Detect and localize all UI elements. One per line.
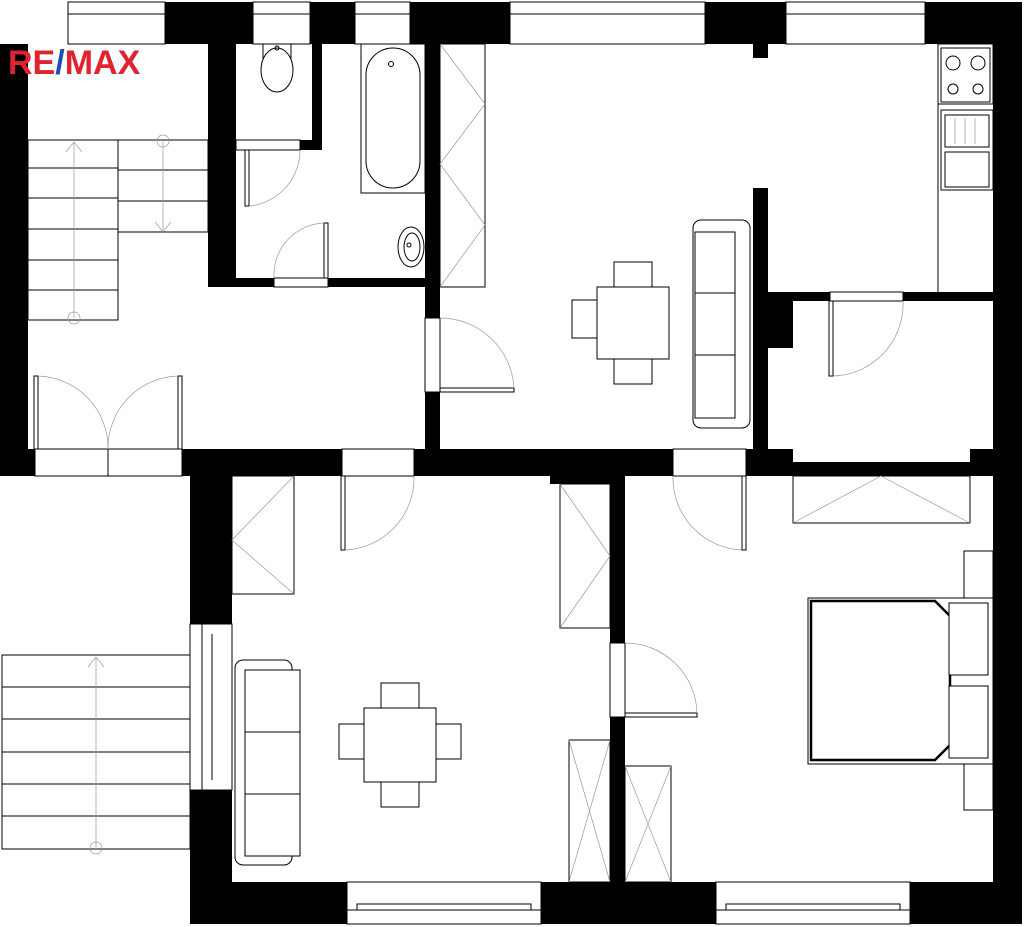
door (340, 448, 415, 551)
entrance-double-door (33, 375, 183, 477)
dining-table-lower (338, 682, 462, 808)
windows (67, 1, 926, 925)
sofa-upper (692, 219, 751, 429)
doors (33, 139, 904, 718)
wall-right (993, 44, 1022, 884)
window (189, 623, 233, 791)
kitchen-sink (940, 109, 994, 191)
door (672, 448, 747, 551)
window (785, 1, 926, 45)
wardrobe (559, 483, 611, 629)
wall-middle (414, 449, 673, 476)
wall-interior (208, 278, 274, 287)
logo-slash: / (55, 44, 65, 82)
wall-interior (425, 392, 440, 450)
window (252, 1, 311, 45)
wall-interior (753, 44, 768, 58)
wall-bottom (190, 882, 347, 924)
wall-top (410, 2, 510, 44)
wall-middle (970, 449, 995, 476)
window (715, 881, 911, 925)
sofa-lower (234, 659, 301, 866)
window (354, 1, 411, 45)
wall-interior (610, 476, 625, 643)
wardrobe (568, 739, 611, 883)
wall-middle (0, 449, 35, 476)
wall-top (705, 2, 786, 44)
wall-bottom (910, 882, 1022, 924)
wall-top (165, 2, 253, 44)
remax-logo: RE/MAX (8, 44, 140, 83)
wall-interior (753, 188, 768, 450)
wardrobe (439, 43, 486, 288)
door (235, 139, 301, 207)
wall-middle (550, 476, 610, 484)
nightstand (963, 763, 994, 811)
staircase-lower (1, 654, 191, 855)
wall-interior (610, 717, 625, 883)
wall-interior (768, 292, 830, 301)
wall-interior (903, 292, 993, 301)
wardrobe (792, 475, 971, 524)
door (609, 642, 698, 718)
wardrobe (624, 765, 672, 883)
wall-interior (425, 44, 440, 318)
bathtub (360, 43, 426, 194)
wall-middle (793, 462, 970, 476)
wall-bottom (541, 882, 716, 924)
wardrobe (231, 475, 295, 595)
wall-interior (312, 44, 322, 150)
stove (937, 43, 994, 105)
nightstand (963, 550, 994, 599)
dining-table-upper (571, 261, 670, 385)
double-bed (807, 597, 994, 765)
logo-text-re: RE (8, 44, 56, 82)
wall-interior (768, 301, 793, 348)
window (67, 1, 166, 45)
staircase-upper (27, 134, 209, 325)
wall-left-upper (0, 44, 28, 476)
door (424, 317, 515, 393)
wall-interior (328, 278, 440, 287)
door (828, 291, 904, 377)
logo-text-max: MAX (64, 44, 141, 82)
toilet (260, 43, 294, 93)
wall-lower-left (190, 476, 232, 624)
wall-interior (208, 44, 236, 286)
wall-top (310, 2, 355, 44)
wall-top (925, 2, 1022, 44)
window (346, 881, 542, 925)
door (273, 222, 329, 288)
washbasin (397, 226, 425, 268)
wall-middle (182, 449, 342, 476)
window (509, 1, 706, 45)
wall-middle (746, 449, 793, 476)
